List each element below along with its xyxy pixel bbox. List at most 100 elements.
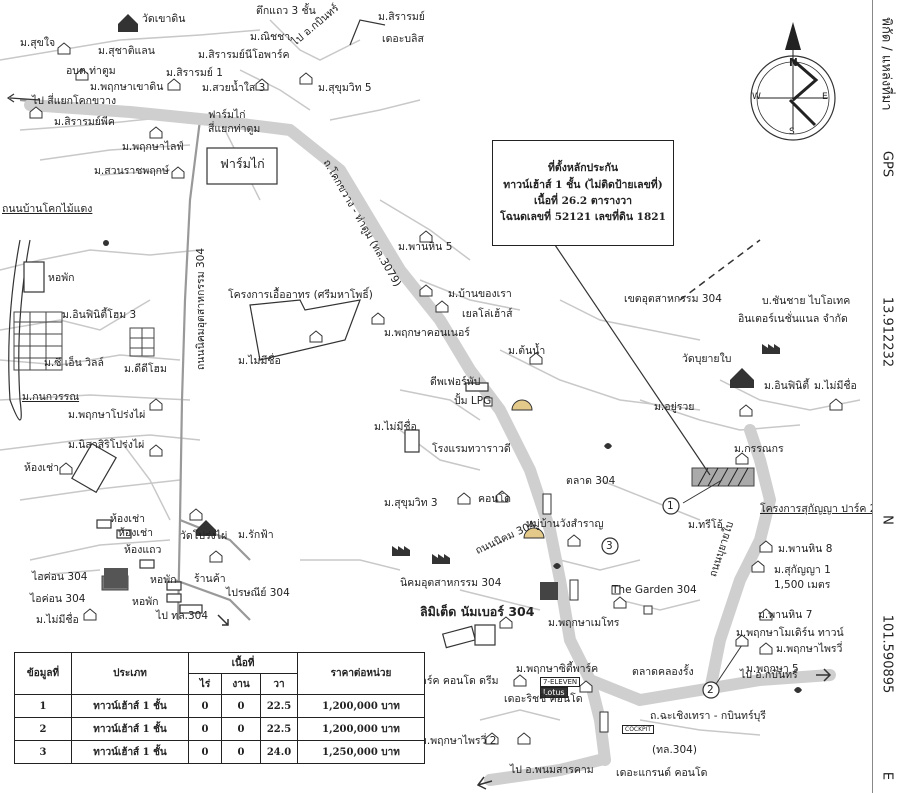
- direction-label: ไป สี่แยกโคกขวาง: [32, 95, 117, 107]
- cell-type: ทาวน์เฮ้าส์ 1 ชั้น: [71, 694, 189, 718]
- sidebar-lat: 13.912232: [879, 296, 895, 368]
- poi-label: อบต.ท่าตูม: [66, 65, 116, 77]
- direction-label: ไป อ.กบินทร์: [740, 669, 798, 681]
- cell-wa: 22.5: [260, 717, 298, 741]
- road-label: (ทล.304): [652, 744, 697, 756]
- table-row: 2 ทาวน์เฮ้าส์ 1 ชั้น 0 0 22.5 1,200,000 …: [14, 717, 425, 741]
- poi-label: ม.สุชาติแลน: [98, 45, 155, 57]
- cell-wa: 24.0: [260, 740, 298, 764]
- compass-n: N: [789, 57, 798, 69]
- poi-label: ม.สุขใจ: [20, 37, 56, 49]
- col-header-wa: วา: [260, 673, 298, 695]
- poi-label: เขตอุตสาหกรรม 304: [624, 293, 722, 305]
- poi-label: ฟาร์มไก่: [220, 156, 265, 171]
- sidebar-gps: GPS: [879, 150, 895, 178]
- compass-rose: [750, 22, 836, 141]
- sidebar-lon: 101.590895: [879, 614, 895, 694]
- poi-label: ม.สิรารมย์นีโอพาร์ค: [198, 49, 290, 61]
- main-roads: [24, 99, 836, 786]
- road-label: ถนนบ้านโคกไม้แดง: [2, 203, 93, 215]
- poi-label: นิคมอุตสาหกรรม 304: [400, 577, 502, 589]
- land-plots: [23, 147, 496, 649]
- poi-label: ม.ซี เอ็น วิลล์: [44, 357, 104, 369]
- cell-rai: 0: [188, 694, 222, 718]
- road-label: ถนนนิคมอุตสาหกรรม 304: [195, 248, 207, 371]
- poi-label: ไอค่อน 304: [32, 571, 88, 583]
- info-area: เนื้อที่ 26.2 ตารางวา: [533, 195, 633, 207]
- cell-ngan: 0: [221, 740, 261, 764]
- store-sign: COCKPIT: [622, 725, 655, 734]
- poi-label: ม.นิสาสิริโปร่งไผ่: [68, 439, 145, 451]
- poi-label: ม.อินฟินิตี้โฮม 3: [62, 309, 137, 321]
- poi-icons: [29, 14, 843, 745]
- cell-price: 1,200,000 บาท: [297, 717, 425, 741]
- poi-label: เดอะริชชี่ คอนโด: [504, 693, 583, 705]
- poi-label: ม.อยู่รวย: [654, 401, 695, 413]
- poi-label: ม.พฤกษาไพรวี่: [776, 643, 843, 655]
- arrows: [217, 614, 832, 790]
- poi-label: ม.พฤกษา 5: [746, 663, 799, 675]
- poi-label: เดอะแกรนด์ คอนโด: [616, 767, 708, 779]
- poi-label: ฟาร์มไก่: [208, 109, 246, 121]
- poi-label: ตลาด 304: [566, 475, 616, 487]
- poi-label: ม.รักฟ้า: [238, 529, 274, 541]
- poi-label: วัดบุยายใบ: [682, 353, 732, 365]
- poi-label: ม.สุขุมวิท 3: [384, 497, 438, 509]
- poi-label: ร้านค้า: [194, 573, 226, 585]
- poi-label: ม.พฤกษาคอนเนอร์: [384, 327, 470, 339]
- table-row: 1 ทาวน์เฮ้าส์ 1 ชั้น 0 0 22.5 1,200,000 …: [14, 694, 425, 718]
- cell-type: ทาวน์เฮ้าส์ 1 ชั้น: [71, 717, 189, 741]
- poi-label: ม.พฤกษาเมโทร: [548, 617, 620, 629]
- poi-label: วัดเขาดิน: [142, 13, 186, 25]
- direction-label: ไป อ.พนมสารคาม: [510, 764, 594, 776]
- marker1-leader: [682, 479, 723, 504]
- comparison-table: ข้อมูลที่ ประเภท เนื้อที่ ราคาต่อหน่วย ไ…: [14, 652, 425, 764]
- sidebar-n: N: [879, 515, 895, 525]
- poi-label: อินเตอร์เนชั่นแนล จำกัด: [738, 313, 848, 325]
- poi-label: บ.ชันชาย ไบโอเทค: [762, 295, 851, 307]
- marker-3-label: 3: [606, 540, 613, 552]
- marker2-leader: [711, 644, 743, 691]
- cell-type: ทาวน์เฮ้าส์ 1 ชั้น: [71, 740, 189, 764]
- compass-e: E: [822, 92, 828, 102]
- ban-khok-marker: [103, 240, 109, 246]
- poi-label: โครงการเอื้ออาทร (ศรีมหาโพธิ์): [228, 289, 373, 301]
- poi-label: ม.พฤกษาโมเดิร์น ทาวน์: [736, 627, 844, 639]
- poi-label: วัดโปร่งไผ่: [180, 530, 228, 542]
- poi-label: ม.พานหิน 5: [398, 241, 453, 253]
- col-header-type: ประเภท: [71, 652, 189, 695]
- poi-label: โรงแรมทวาราวดี: [432, 443, 511, 455]
- lotus-sign: Lotus: [540, 687, 568, 698]
- col-header-no: ข้อมูลที่: [14, 652, 72, 695]
- poi-label: ม.ดีดีโฮม: [124, 363, 167, 375]
- poi-label: ห้องเช่า: [118, 527, 153, 539]
- numbered-markers: [601, 497, 720, 699]
- poi-label: ม.พานหิน 7: [758, 609, 813, 621]
- poi-label: ห้องเช่า: [110, 513, 145, 525]
- poi-label: หอพัก: [48, 272, 75, 284]
- cell-rai: 0: [188, 717, 222, 741]
- poi-label: ม.สุกัญญา 1: [774, 564, 831, 576]
- poi-label: ม.ไม่มีชื่อ: [238, 355, 281, 367]
- poi-label: ม.สิรารมย์พีค: [54, 116, 115, 128]
- poi-label: ตลาดคลองรั้ง: [632, 666, 694, 678]
- cell-no: 2: [14, 717, 72, 741]
- poi-label: ม.สวนราชพฤกษ์: [94, 165, 169, 177]
- poi-label: พาร์ค คอนโด ดรีม: [414, 675, 499, 687]
- poi-label: ม.ณิชชา: [250, 31, 291, 43]
- marker-2-label: 2: [707, 684, 714, 696]
- col-header-rai: ไร่: [188, 673, 222, 695]
- poi-label: สี่แยกท่าตูม: [208, 123, 261, 135]
- poi-label: ม.กนกวรรณ: [22, 391, 80, 403]
- col-header-ngan: งาน: [221, 673, 261, 695]
- poi-label: หอพัก: [150, 574, 177, 586]
- poi-label: ตึกแถว 3 ชั้น: [256, 5, 316, 17]
- collateral-info-box: ที่ตั้งหลักประกัน ทาวน์เฮ้าส์ 1 ชั้น (ไม…: [492, 140, 674, 246]
- poi-label: ม.ไม่มีชื่อ: [814, 380, 857, 392]
- poi-label: เยลโล่เฮ้าส์: [462, 308, 513, 320]
- poi-label: ม.สิรารมย์ 1: [166, 67, 223, 79]
- poi-label: ปั้ม LPG: [454, 395, 492, 407]
- cell-ngan: 0: [221, 694, 261, 718]
- poi-label: ม.บ้านของเรา: [448, 288, 512, 300]
- poi-label: The Garden 304: [612, 584, 697, 596]
